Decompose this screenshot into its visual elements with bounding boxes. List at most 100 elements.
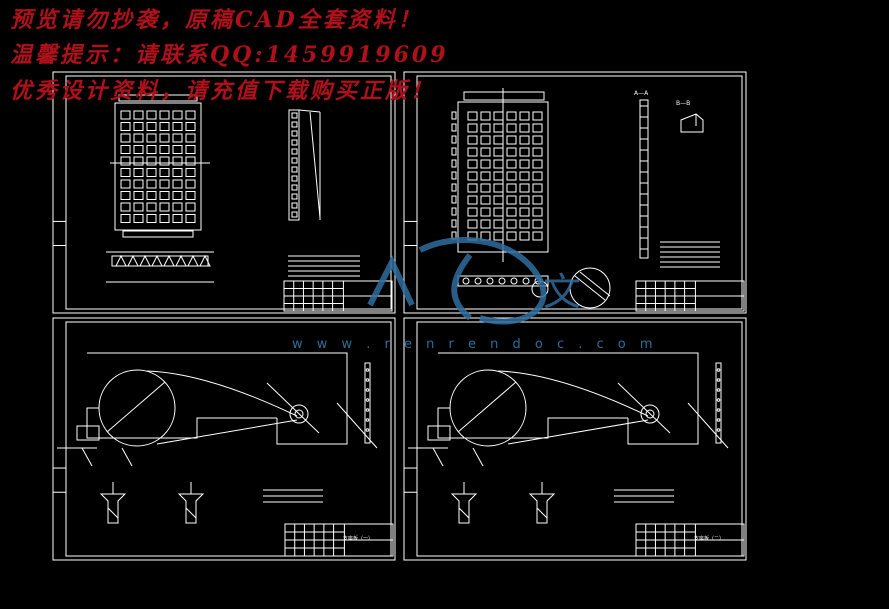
grid-cell — [493, 207, 504, 217]
leader-line — [81, 447, 93, 467]
grid-cell — [493, 147, 504, 157]
side-view-slot — [291, 139, 298, 146]
grid-cell — [493, 123, 504, 133]
grid-cell — [159, 156, 170, 166]
sheet-4: 支座板（二） — [403, 317, 747, 561]
side-view-frame — [288, 109, 300, 221]
grid-cell — [120, 202, 131, 212]
section-tooth — [199, 254, 211, 267]
grid-cell — [467, 123, 478, 133]
grid-cell — [506, 171, 517, 181]
grid-cell — [185, 156, 196, 166]
grid-cell — [120, 133, 131, 143]
section-hole — [462, 277, 470, 285]
grid-cell — [467, 111, 478, 121]
section-a-strip — [639, 99, 649, 259]
grid-cell — [159, 179, 170, 189]
rod-hole — [365, 398, 370, 402]
grid-cell — [133, 191, 144, 200]
side-view-slot — [291, 166, 298, 173]
grid-cell — [493, 195, 504, 205]
arm-end-circle — [640, 404, 660, 424]
grid-cell — [172, 156, 183, 166]
grid-cell — [120, 145, 131, 154]
grid-cell — [133, 122, 144, 131]
grid-cell — [159, 214, 170, 223]
side-tab — [451, 195, 457, 204]
section-tooth — [151, 254, 163, 267]
grid-cell — [493, 159, 504, 169]
grid-cell — [467, 195, 478, 205]
grid-cell — [532, 111, 543, 121]
sheet-inner-border — [416, 321, 743, 557]
sheet-outer-border — [403, 71, 747, 314]
grid-cell — [532, 159, 543, 169]
grid-cell — [185, 133, 196, 143]
grid-cell — [506, 159, 517, 169]
arm-end-hole — [294, 409, 304, 419]
grid-cell — [532, 219, 543, 229]
rod-hole — [716, 388, 721, 392]
grid-cell — [467, 159, 478, 169]
grid-cell — [159, 133, 170, 143]
rod-hole — [365, 368, 370, 372]
grid-cell — [519, 147, 530, 157]
grid-cell — [146, 133, 157, 143]
grid-cell — [506, 135, 517, 145]
grid-cell — [519, 123, 530, 133]
grid-cell — [146, 214, 157, 223]
grid-cell — [172, 168, 183, 177]
grid-cell — [185, 168, 196, 177]
arm-end-circle — [289, 404, 309, 424]
grid-cell — [120, 110, 131, 120]
grid-cell — [185, 122, 196, 131]
grid-cell — [480, 183, 491, 193]
grid-cell — [146, 179, 157, 189]
rod-hole — [716, 408, 721, 412]
grid-cell — [172, 179, 183, 189]
rod-hole — [716, 428, 721, 432]
side-view-slot — [291, 148, 298, 155]
grid-cell — [172, 214, 183, 223]
sheet-outer-border — [52, 317, 396, 561]
grid-cell — [519, 111, 530, 121]
watermark-line-2: 温馨提示：请联系QQ:1459919609 — [10, 42, 449, 68]
leader-line — [121, 447, 133, 467]
grid-cell — [467, 207, 478, 217]
grid-cell — [480, 207, 491, 217]
leader-line — [432, 447, 444, 467]
grid-cell — [480, 195, 491, 205]
rod-hole — [365, 378, 370, 382]
side-tab — [451, 159, 457, 168]
grid-cell — [506, 195, 517, 205]
section-hole — [510, 277, 518, 285]
grid-cell — [493, 171, 504, 181]
sheet-2: A—AB—B — [403, 71, 747, 314]
side-view-slot — [291, 211, 298, 218]
watermark-line-1: 预览请勿抄袭，原稿CAD全套资料！ — [10, 7, 423, 33]
section-hatch — [458, 507, 470, 519]
grid-cell — [120, 122, 131, 131]
grid-cell — [532, 123, 543, 133]
grid-cell — [506, 219, 517, 229]
bracket-diameter-line — [106, 381, 166, 433]
side-tab — [451, 123, 457, 132]
section-hatch — [536, 507, 548, 519]
bracket-outline — [87, 352, 348, 445]
arm-dimension — [266, 382, 320, 434]
weld-section — [99, 493, 127, 524]
grid-cell — [185, 191, 196, 200]
panel-bottom-rail — [122, 230, 194, 238]
bracket-arm-lower — [156, 419, 298, 445]
grid-cell — [159, 110, 170, 120]
panel-top-rail — [463, 91, 545, 101]
sheet-1 — [52, 71, 396, 314]
rod-hole — [716, 418, 721, 422]
sheet-3: 支座板（一） — [52, 317, 396, 561]
grid-cell — [532, 195, 543, 205]
grid-cell — [532, 171, 543, 181]
side-view-slot — [291, 193, 298, 200]
grid-cell — [185, 145, 196, 154]
grid-cell — [159, 191, 170, 200]
